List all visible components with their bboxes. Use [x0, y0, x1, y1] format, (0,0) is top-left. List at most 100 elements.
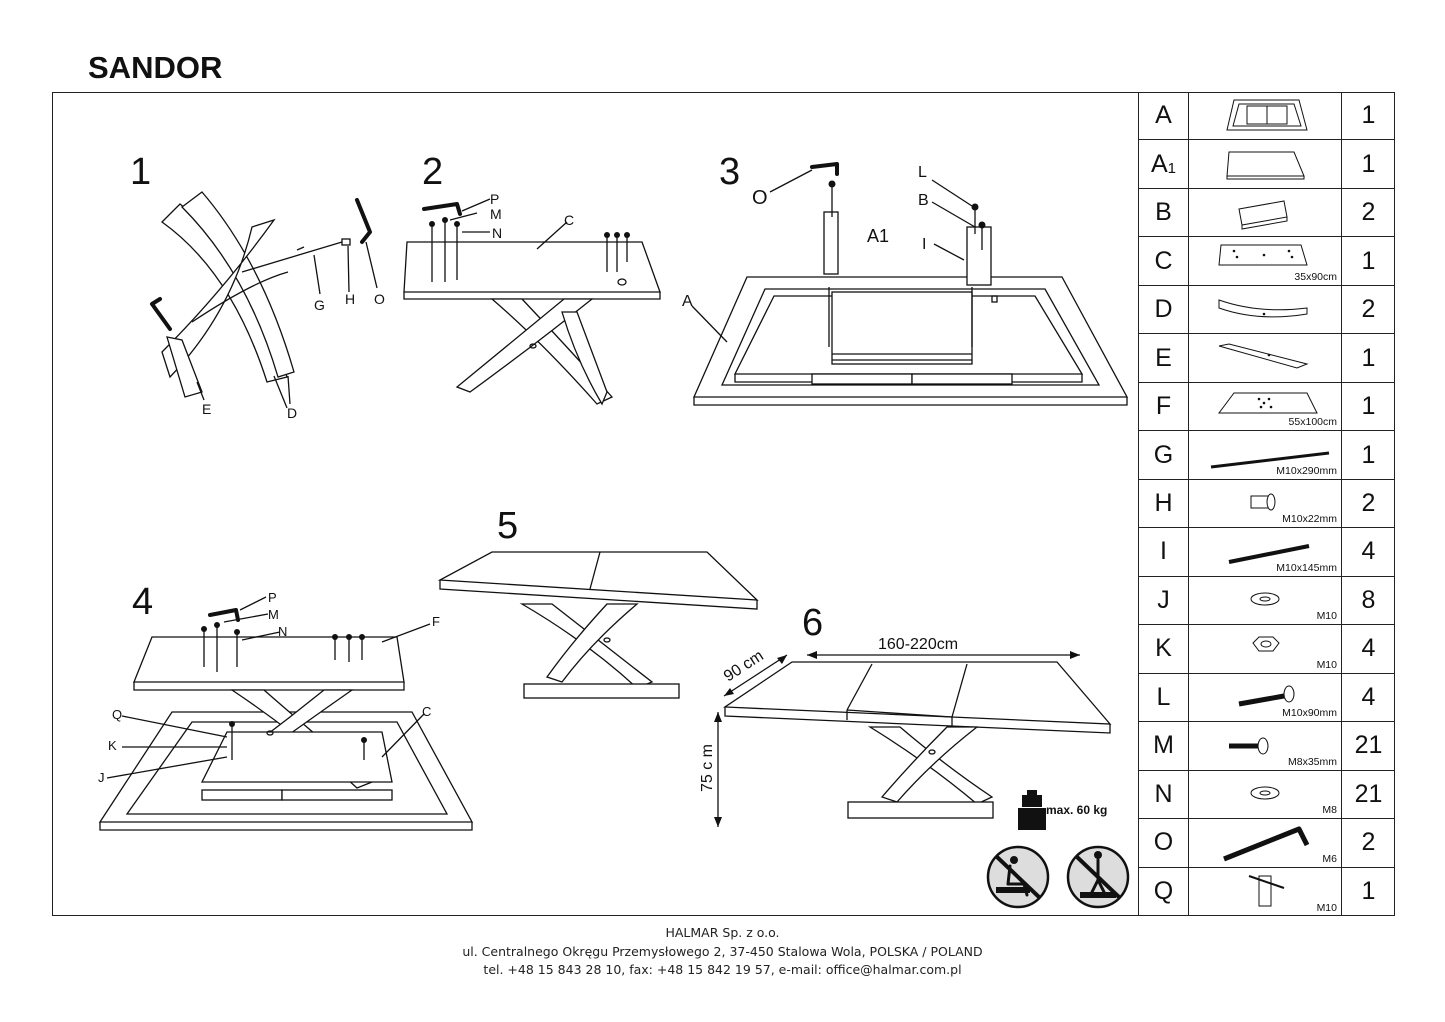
- weight-icon: [1018, 790, 1046, 830]
- label-D: D: [287, 405, 297, 421]
- part-letter: E: [1139, 334, 1189, 382]
- label-N: N: [492, 225, 502, 241]
- frame-icon: [1226, 99, 1308, 131]
- part-quantity: 4: [1361, 537, 1376, 566]
- label-A: A: [682, 293, 693, 310]
- label-C: C: [564, 212, 574, 228]
- label-I: I: [922, 236, 926, 253]
- part-quantity: 1: [1361, 149, 1376, 178]
- part-illustration: [1189, 334, 1342, 382]
- part-spec: M10: [1316, 610, 1337, 623]
- plate-f-icon: [1218, 392, 1318, 414]
- socket-wrench-icon: [1248, 874, 1285, 907]
- no-sitting-icon: [986, 845, 1050, 909]
- part-letter: D: [1139, 285, 1189, 334]
- step-3-number: 3: [719, 151, 740, 193]
- label-K: K: [108, 738, 117, 753]
- allen-key-icon: [810, 162, 839, 176]
- part-illustration: M10x290mm: [1189, 431, 1342, 479]
- label-E: E: [202, 401, 211, 417]
- document-title: SANDOR: [88, 50, 223, 85]
- part-quantity: 2: [1361, 828, 1376, 857]
- label-O: O: [374, 291, 385, 307]
- part-spec: M10: [1316, 901, 1337, 914]
- part-letter: L: [1139, 673, 1189, 722]
- label-J: J: [98, 770, 105, 785]
- step-5-number: 5: [497, 505, 518, 547]
- allen-key-icon: [355, 198, 372, 244]
- part-quantity: 21: [1354, 779, 1383, 808]
- part-illustration: M10: [1189, 576, 1342, 625]
- parts-row: N M8 21: [1139, 770, 1395, 820]
- step-6-number: 6: [802, 602, 823, 644]
- label-P: P: [268, 590, 277, 605]
- part-spec: M10x290mm: [1276, 464, 1337, 477]
- no-standing-icon: [1066, 845, 1130, 909]
- width-dimension: 90 cm: [721, 647, 767, 685]
- label-A1: A1: [867, 226, 889, 246]
- part-quantity: 1: [1361, 877, 1376, 906]
- max-load-label: max. 60 kg: [1046, 803, 1107, 817]
- washer-icon: [1250, 786, 1280, 800]
- footer-contact: tel. +48 15 843 28 10, fax: +48 15 842 1…: [483, 962, 962, 977]
- footer-address: ul. Centralnego Okręgu Przemysłowego 2, …: [462, 944, 983, 959]
- part-letter: N: [1139, 770, 1189, 819]
- label-O: O: [752, 187, 768, 209]
- label-Q: Q: [112, 707, 122, 722]
- step-1-number: 1: [130, 151, 151, 193]
- part-letter: F: [1139, 382, 1189, 431]
- allen-key-icon: [208, 608, 240, 622]
- part-illustration: [1189, 188, 1342, 237]
- part-illustration: [1189, 92, 1342, 140]
- label-C: C: [422, 704, 431, 719]
- label-H: H: [345, 291, 355, 307]
- part-quantity: 2: [1361, 295, 1376, 324]
- allen-key-icon: [1223, 826, 1310, 862]
- part-illustration: [1189, 285, 1342, 334]
- part-letter: O: [1139, 819, 1189, 867]
- part-illustration: M10x145mm: [1189, 528, 1342, 576]
- part-letter: C: [1139, 237, 1189, 285]
- part-spec: M10x90mm: [1282, 707, 1337, 720]
- part-quantity: 2: [1361, 488, 1376, 517]
- part-quantity: 21: [1354, 731, 1383, 760]
- part-letter: G: [1139, 431, 1189, 479]
- step-6-table-drawing: [722, 661, 1112, 819]
- stud-icon: [1228, 544, 1310, 565]
- threaded-rod-icon: [1210, 451, 1330, 469]
- hex-nut-icon: [1252, 636, 1280, 652]
- part-illustration: M10: [1189, 867, 1342, 916]
- part-illustration: 55x100cm: [1189, 382, 1342, 431]
- part-letter: K: [1139, 625, 1189, 673]
- instruction-frame: [52, 92, 1395, 916]
- step-1: 1 G H O E D: [130, 151, 385, 421]
- allen-key-icon: [150, 297, 172, 331]
- part-illustration: M6: [1189, 819, 1342, 867]
- part-spec: M6: [1322, 852, 1337, 865]
- bolt-icon: [1238, 685, 1295, 707]
- parts-row: O M6 2: [1139, 819, 1395, 868]
- assembly-drawings: 1 G H O E D 2: [98, 151, 1130, 909]
- part-spec: M8: [1322, 804, 1337, 817]
- part-letter: B: [1139, 188, 1189, 237]
- part-spec: 35x90cm: [1294, 270, 1337, 283]
- part-quantity: 4: [1361, 634, 1376, 663]
- part-illustration: M10x22mm: [1189, 479, 1342, 528]
- part-quantity: 2: [1361, 198, 1376, 227]
- part-letter: J: [1139, 576, 1189, 625]
- curved-leg-icon: [1218, 299, 1308, 318]
- screw-icon: [1229, 737, 1269, 755]
- part-illustration: [1189, 140, 1342, 188]
- part-quantity: 1: [1361, 343, 1376, 372]
- step-4: 4: [98, 581, 474, 831]
- label-L: L: [918, 164, 927, 181]
